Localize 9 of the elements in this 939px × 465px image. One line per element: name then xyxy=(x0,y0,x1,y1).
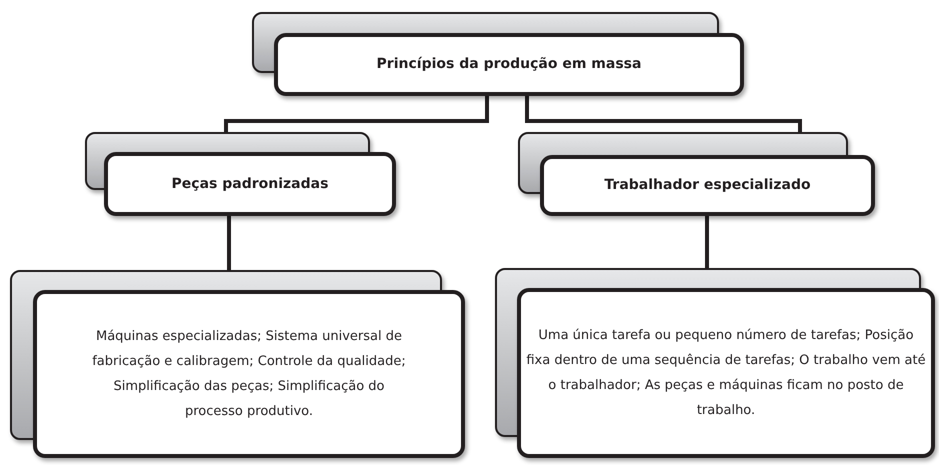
node-text: Máquinas especializadas; Sistema universal de fabricação e calibragem; Controle da qualidade; Simplificação das peças; Simplificação do processo produtivo. xyxy=(91,328,407,421)
node-text: Trabalhador especializado xyxy=(604,176,811,195)
node-text: Peças padronizadas xyxy=(172,174,328,194)
node-text: Uma única tarefa ou pequeno número de tarefas; Posição fixa dentro de uma sequência de tarefas; O trabalho vem até o trabalhador; As peças e máquinas ficam no posto de trabalho. xyxy=(526,327,926,420)
connector-line xyxy=(705,216,709,268)
node-text: Princípios da produção em massa xyxy=(376,55,642,74)
connector-line xyxy=(227,216,231,270)
connector-line xyxy=(525,96,802,132)
connector-line xyxy=(224,96,489,132)
